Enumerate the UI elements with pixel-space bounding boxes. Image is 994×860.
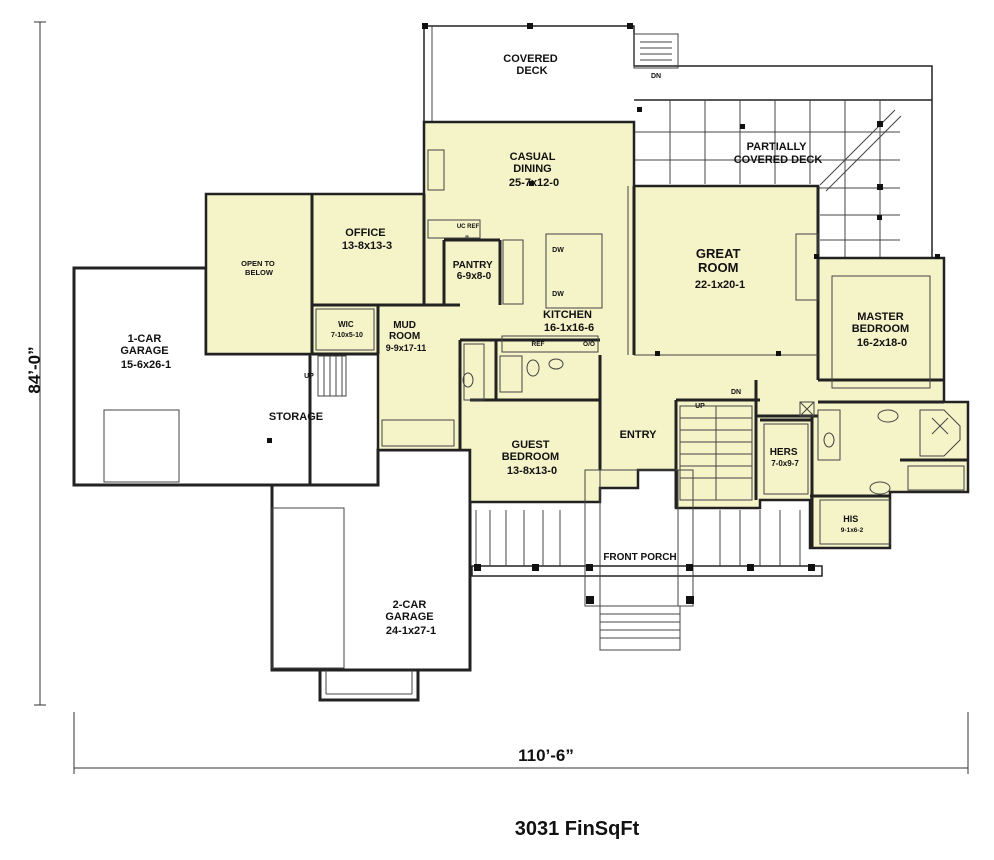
covered-deck-label: COVERED DECK (503, 53, 560, 77)
depth-dimension-label: 84’-0” (25, 346, 44, 393)
width-dimension-label: 110’-6” (518, 746, 574, 765)
pantry-label: PANTRY 6-9x8-0 (453, 260, 496, 282)
up-label-garage: UP (304, 373, 314, 380)
interior-details (315, 149, 965, 545)
two-car-garage-label: 2-CAR GARAGE 24-1x27-1 (385, 599, 436, 637)
oo-label: O/O (583, 341, 595, 348)
depth-dimension-line (34, 21, 46, 706)
interior-staircase (679, 405, 753, 501)
front-porch (471, 469, 823, 651)
storage-label: STORAGE (269, 411, 323, 423)
house-body (204, 120, 970, 550)
master-bedroom-label: MASTER BEDROOM 16-2x18-0 (852, 311, 913, 349)
up-label-stair: UP (695, 403, 705, 410)
kitchen-label: KITCHEN 16-1x16-6 (543, 309, 595, 334)
front-porch-label: FRONT PORCH (603, 552, 676, 563)
ref-label: REF (532, 341, 545, 348)
partially-covered-deck-label: PARTIALLY COVERED DECK (734, 141, 823, 166)
posts (529, 181, 940, 356)
width-dimension-line (73, 712, 969, 774)
casual-dining-label: CASUAL DINING 25-7x12-0 (509, 151, 559, 189)
interior-walls (310, 186, 968, 548)
great-room-label: GREAT ROOM 22-1x20-1 (695, 246, 745, 291)
his-label: HIS 9-1x6-2 (841, 514, 864, 534)
dw-label-1: DW (552, 247, 564, 254)
garage-steps (317, 355, 347, 397)
area-label: 3031 FinSqFt (514, 818, 640, 840)
deck-stairs (633, 33, 679, 69)
dw-label-2: DW (552, 291, 564, 298)
covered-deck (423, 25, 933, 258)
guest-bedroom-label: GUEST BEDROOM 13-8x13-0 (502, 439, 563, 477)
office-label: OFFICE 13-8x13-3 (342, 227, 392, 252)
dn-label-deck: DN (651, 73, 661, 80)
mud-room-label: MUD ROOM 9-9x17-11 (386, 320, 427, 353)
partially-covered-deck (634, 99, 932, 258)
hers-label: HERS 7-0x9-7 (770, 447, 801, 468)
dn-label-stair: DN (731, 389, 741, 396)
one-car-garage-label: 1-CAR GARAGE 15-6x26-1 (120, 333, 171, 371)
entry-label: ENTRY (620, 429, 658, 441)
uc-ref-label: UC REF (457, 224, 480, 230)
open-to-below-label: OPEN TO BELOW (241, 259, 277, 277)
wic-label: WIC 7-10x5-10 (331, 320, 363, 339)
